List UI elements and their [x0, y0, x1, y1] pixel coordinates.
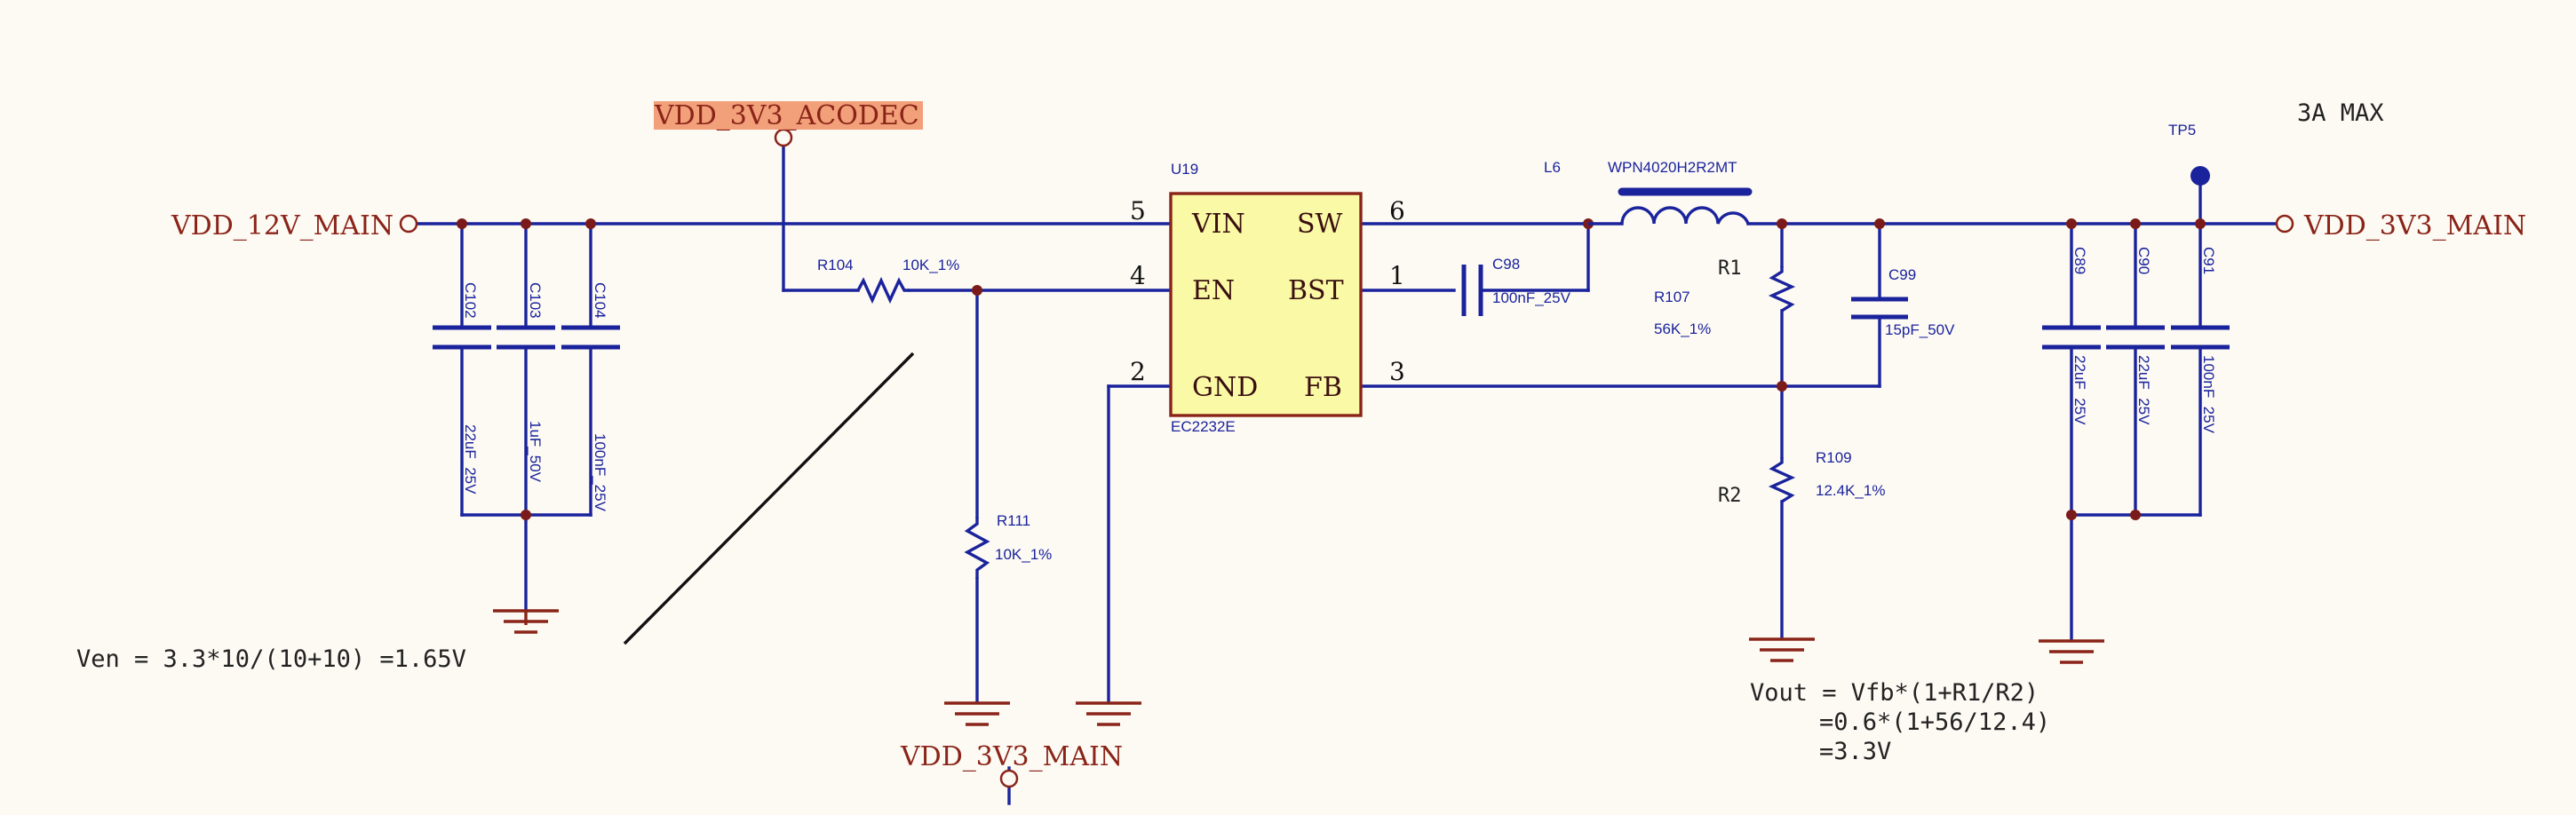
- resistor-r111: R111 10K_1%: [964, 512, 1052, 579]
- r1-label: R1: [1718, 257, 1742, 280]
- capacitor-c90: C90 22uF_25V: [2106, 247, 2165, 425]
- c104-designator: C104: [592, 282, 608, 319]
- c103-value: 1uF_50V: [527, 421, 544, 483]
- c89-designator: C89: [2071, 247, 2088, 274]
- r104-value: 10K_1%: [902, 257, 959, 273]
- c99-value: 15pF_50V: [1885, 321, 1955, 338]
- ground-icon: [944, 701, 1010, 726]
- annotation-line: [623, 352, 915, 645]
- ground-icon: [2039, 639, 2104, 664]
- resistor-r107: R107 56K_1% R1: [1654, 257, 1796, 337]
- c104-value: 100nF_25V: [592, 433, 608, 512]
- ground-icon: [493, 609, 559, 634]
- capacitor-c89: C89 22uF_25V: [2042, 247, 2101, 425]
- pin-name-bst: BST: [1288, 275, 1344, 306]
- vout-equation-line1: Vout = Vfb*(1+R1/R2): [1750, 679, 2039, 707]
- pin-name-en: EN: [1192, 275, 1235, 306]
- junction-dots: [457, 218, 2206, 520]
- pin-number-vin: 5: [1130, 196, 1146, 226]
- pin-name-sw: SW: [1297, 209, 1343, 240]
- c90-designator: C90: [2135, 247, 2152, 274]
- r109-value: 12.4K_1%: [1816, 482, 1885, 499]
- test-point-tp5: TP5: [2168, 122, 2210, 186]
- inductor-l6: L6 WPN4020H2R2MT: [1544, 159, 1753, 226]
- capacitor-c102: C102 22uF_25V: [433, 282, 491, 495]
- c99-designator: C99: [1888, 266, 1916, 283]
- pin-name-gnd: GND: [1192, 372, 1258, 403]
- ground-icon: [1076, 701, 1141, 726]
- l6-designator: L6: [1544, 159, 1561, 176]
- net-label-vdd-3v3-acodec: VDD_3V3_ACODEC: [654, 100, 919, 131]
- pin-number-bst: 1: [1389, 261, 1405, 290]
- r107-value: 56K_1%: [1654, 320, 1711, 337]
- c90-value: 22uF_25V: [2135, 355, 2152, 425]
- ic-designator: U19: [1171, 161, 1198, 178]
- pin-number-en: 4: [1130, 261, 1146, 290]
- r2-label: R2: [1718, 485, 1742, 507]
- capacitor-c104: C104 100nF_25V: [561, 282, 620, 512]
- r104-designator: R104: [817, 257, 854, 273]
- capacitor-c99: C99 15pF_50V: [1851, 266, 1955, 338]
- c102-designator: C102: [462, 282, 479, 319]
- pin-number-gnd: 2: [1130, 357, 1146, 386]
- c98-designator: C98: [1492, 256, 1520, 273]
- c91-value: 100nF_25V: [2200, 355, 2217, 434]
- capacitor-c98: C98 100nF_25V: [1461, 256, 1571, 316]
- capacitor-c91: C91 100nF_25V: [2171, 247, 2230, 434]
- vout-equation-line2: =0.6*(1+56/12.4): [1819, 708, 2050, 736]
- ven-equation: Ven = 3.3*10/(10+10) =1.65V: [76, 645, 466, 673]
- ground-symbols: [493, 609, 2104, 726]
- net-label-highlight: [654, 101, 923, 130]
- ic-part-number: EC2232E: [1171, 418, 1236, 435]
- net-label-vdd-12v-main: VDD_12V_MAIN: [171, 210, 394, 241]
- pin-number-fb: 3: [1389, 357, 1405, 386]
- r109-designator: R109: [1816, 449, 1852, 466]
- ic-body: [1169, 192, 1363, 417]
- c102-value: 22uF_25V: [462, 424, 479, 495]
- c103-designator: C103: [527, 282, 544, 319]
- net-label-vdd-3v3-main-bottom: VDD_3V3_MAIN: [900, 741, 1123, 772]
- r107-designator: R107: [1654, 289, 1690, 305]
- max-current-note: 3A MAX: [2297, 99, 2384, 127]
- c98-value: 100nF_25V: [1492, 289, 1571, 306]
- r111-value: 10K_1%: [995, 546, 1052, 563]
- ground-icon: [1749, 637, 1815, 662]
- pin-name-vin: VIN: [1191, 209, 1245, 240]
- net-ports: [399, 128, 2294, 788]
- resistor-r109: R109 12.4K_1% R2: [1718, 449, 1885, 507]
- r111-designator: R111: [997, 512, 1030, 529]
- capacitor-c103: C103 1uF_50V: [497, 282, 555, 483]
- pin-name-fb: FB: [1304, 372, 1342, 403]
- ic-u19: U19 EC2232E VIN EN GND SW BST FB 5 4 2 6…: [1130, 161, 1405, 435]
- l6-value: WPN4020H2R2MT: [1608, 159, 1737, 176]
- net-label-vdd-3v3-main-right: VDD_3V3_MAIN: [2303, 210, 2526, 241]
- vout-equation-line3: =3.3V: [1819, 738, 1891, 765]
- pin-number-sw: 6: [1389, 196, 1405, 226]
- c89-value: 22uF_25V: [2071, 355, 2088, 425]
- resistor-r104: R104 10K_1%: [817, 257, 959, 305]
- tp5-designator: TP5: [2168, 122, 2196, 138]
- c91-designator: C91: [2200, 247, 2217, 274]
